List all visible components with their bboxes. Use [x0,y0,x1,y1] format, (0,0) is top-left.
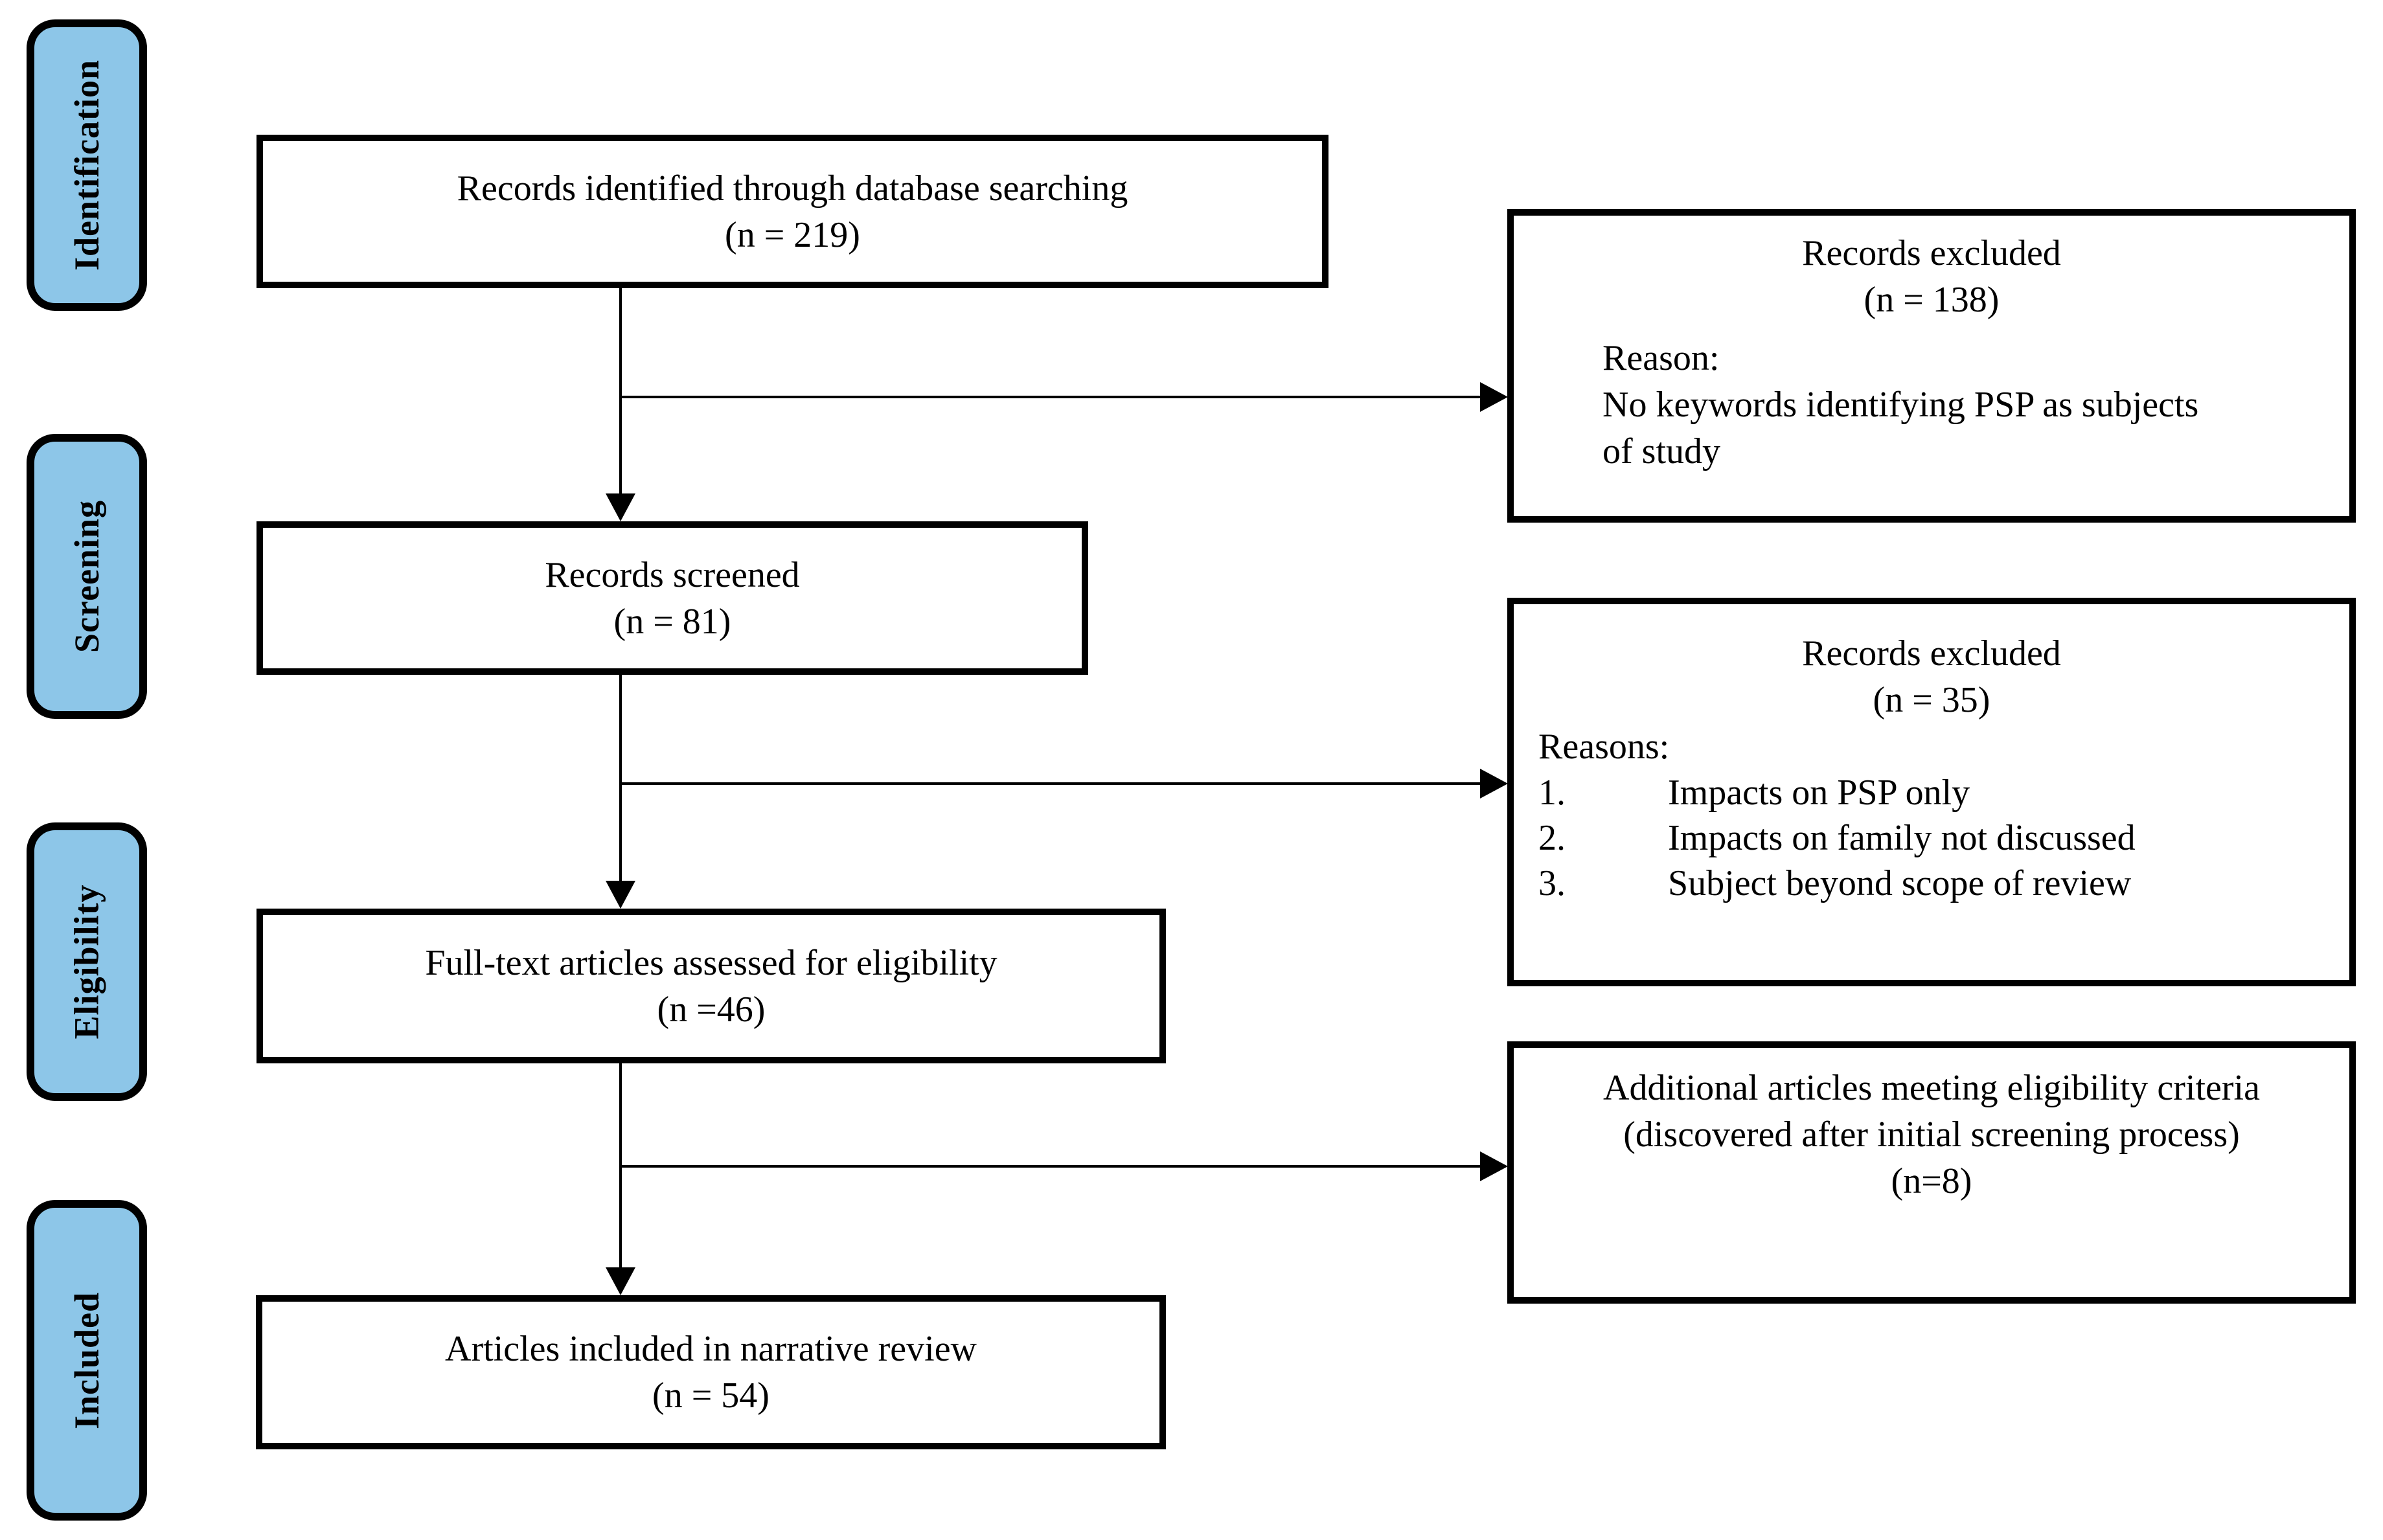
box-fulltext-assessed-line1: Full-text articles assessed for eligibil… [425,942,998,983]
box-additional-articles-line2: (discovered after initial screening proc… [1623,1115,2240,1155]
box-records-excluded-1-reasons: Reason: No keywords identifying PSP as s… [1514,335,2349,475]
arrowhead-down-icon [606,881,635,909]
stage-included-label: Included [67,1291,106,1429]
arrowhead-down-icon [606,1267,635,1295]
stage-screening: Screening [27,434,147,719]
box-records-screened-count: (n = 81) [613,601,731,642]
reason-label: Reason: [1602,338,1720,378]
box-records-screened: Records screened (n = 81) [257,521,1088,675]
connector-line-to-excluded-1 [621,396,1481,398]
box-records-identified-count: (n = 219) [725,214,860,255]
stage-screening-label: Screening [67,500,106,653]
reason-item-1: 1. Impacts on PSP only [1538,770,2330,815]
reason-item-3-text: Subject beyond scope of review [1668,863,2132,903]
box-fulltext-assessed: Full-text articles assessed for eligibil… [257,909,1166,1063]
box-records-excluded-2-count: (n = 35) [1873,680,1990,720]
box-articles-included-count: (n = 54) [652,1376,770,1416]
box-additional-articles-line1: Additional articles meeting eligibility … [1603,1068,2260,1108]
box-records-excluded-2: Records excluded (n = 35) Reasons: 1. Imp… [1507,598,2356,986]
box-additional-articles-count: (n=8) [1891,1161,1972,1201]
stage-identification-label: Identification [67,59,107,271]
box-records-excluded-2-reasons: Reasons: 1. Impacts on PSP only 2. Impacts… [1514,723,2349,906]
box-additional-articles: Additional articles meeting eligibility … [1507,1041,2356,1304]
box-articles-included-line1: Articles included in narrative review [445,1329,977,1369]
reason-item-2-number: 2. [1538,818,1566,858]
box-records-identified-line1: Records identified through database sear… [457,168,1128,209]
reason-item-2: 2. Impacts on family not discussed [1538,815,2330,861]
reason-item-2-text: Impacts on family not discussed [1668,818,2136,858]
box-records-excluded-1-title: Records excluded [1802,233,2061,273]
stage-identification: Identification [27,19,147,311]
reason-text-line1: No keywords identifying PSP as subjects [1602,385,2199,425]
box-records-excluded-2-title: Records excluded [1802,633,2061,674]
box-records-excluded-1-count: (n = 138) [1864,280,2000,320]
stage-included: Included [27,1200,147,1521]
reason-item-1-number: 1. [1538,773,1566,813]
reason-item-3: 3. Subject beyond scope of review [1538,861,2330,906]
stage-eligibility: Eligibility [27,822,147,1101]
arrowhead-right-icon [1480,1151,1508,1181]
connector-line-to-excluded-2 [621,782,1481,785]
box-articles-included: Articles included in narrative review (n… [256,1295,1166,1449]
arrowhead-right-icon [1480,769,1508,798]
connector-line-identified-to-screened [619,288,622,495]
arrowhead-right-icon [1480,382,1508,412]
connector-line-to-additional [621,1165,1481,1168]
stage-eligibility-label: Eligibility [67,884,106,1039]
box-records-excluded-1: Records excluded (n = 138) Reason: No ke… [1507,209,2356,523]
reasons-label: Reasons: [1538,727,1670,767]
reason-text-line2: of study [1602,431,1720,471]
connector-line-screened-to-fulltext [619,675,622,882]
reason-item-3-number: 3. [1538,863,1566,903]
box-fulltext-assessed-count: (n =46) [657,989,766,1030]
box-records-screened-line1: Records screened [545,554,800,595]
reason-item-1-text: Impacts on PSP only [1668,773,1970,813]
arrowhead-down-icon [606,493,635,521]
box-records-identified: Records identified through database sear… [257,135,1328,288]
